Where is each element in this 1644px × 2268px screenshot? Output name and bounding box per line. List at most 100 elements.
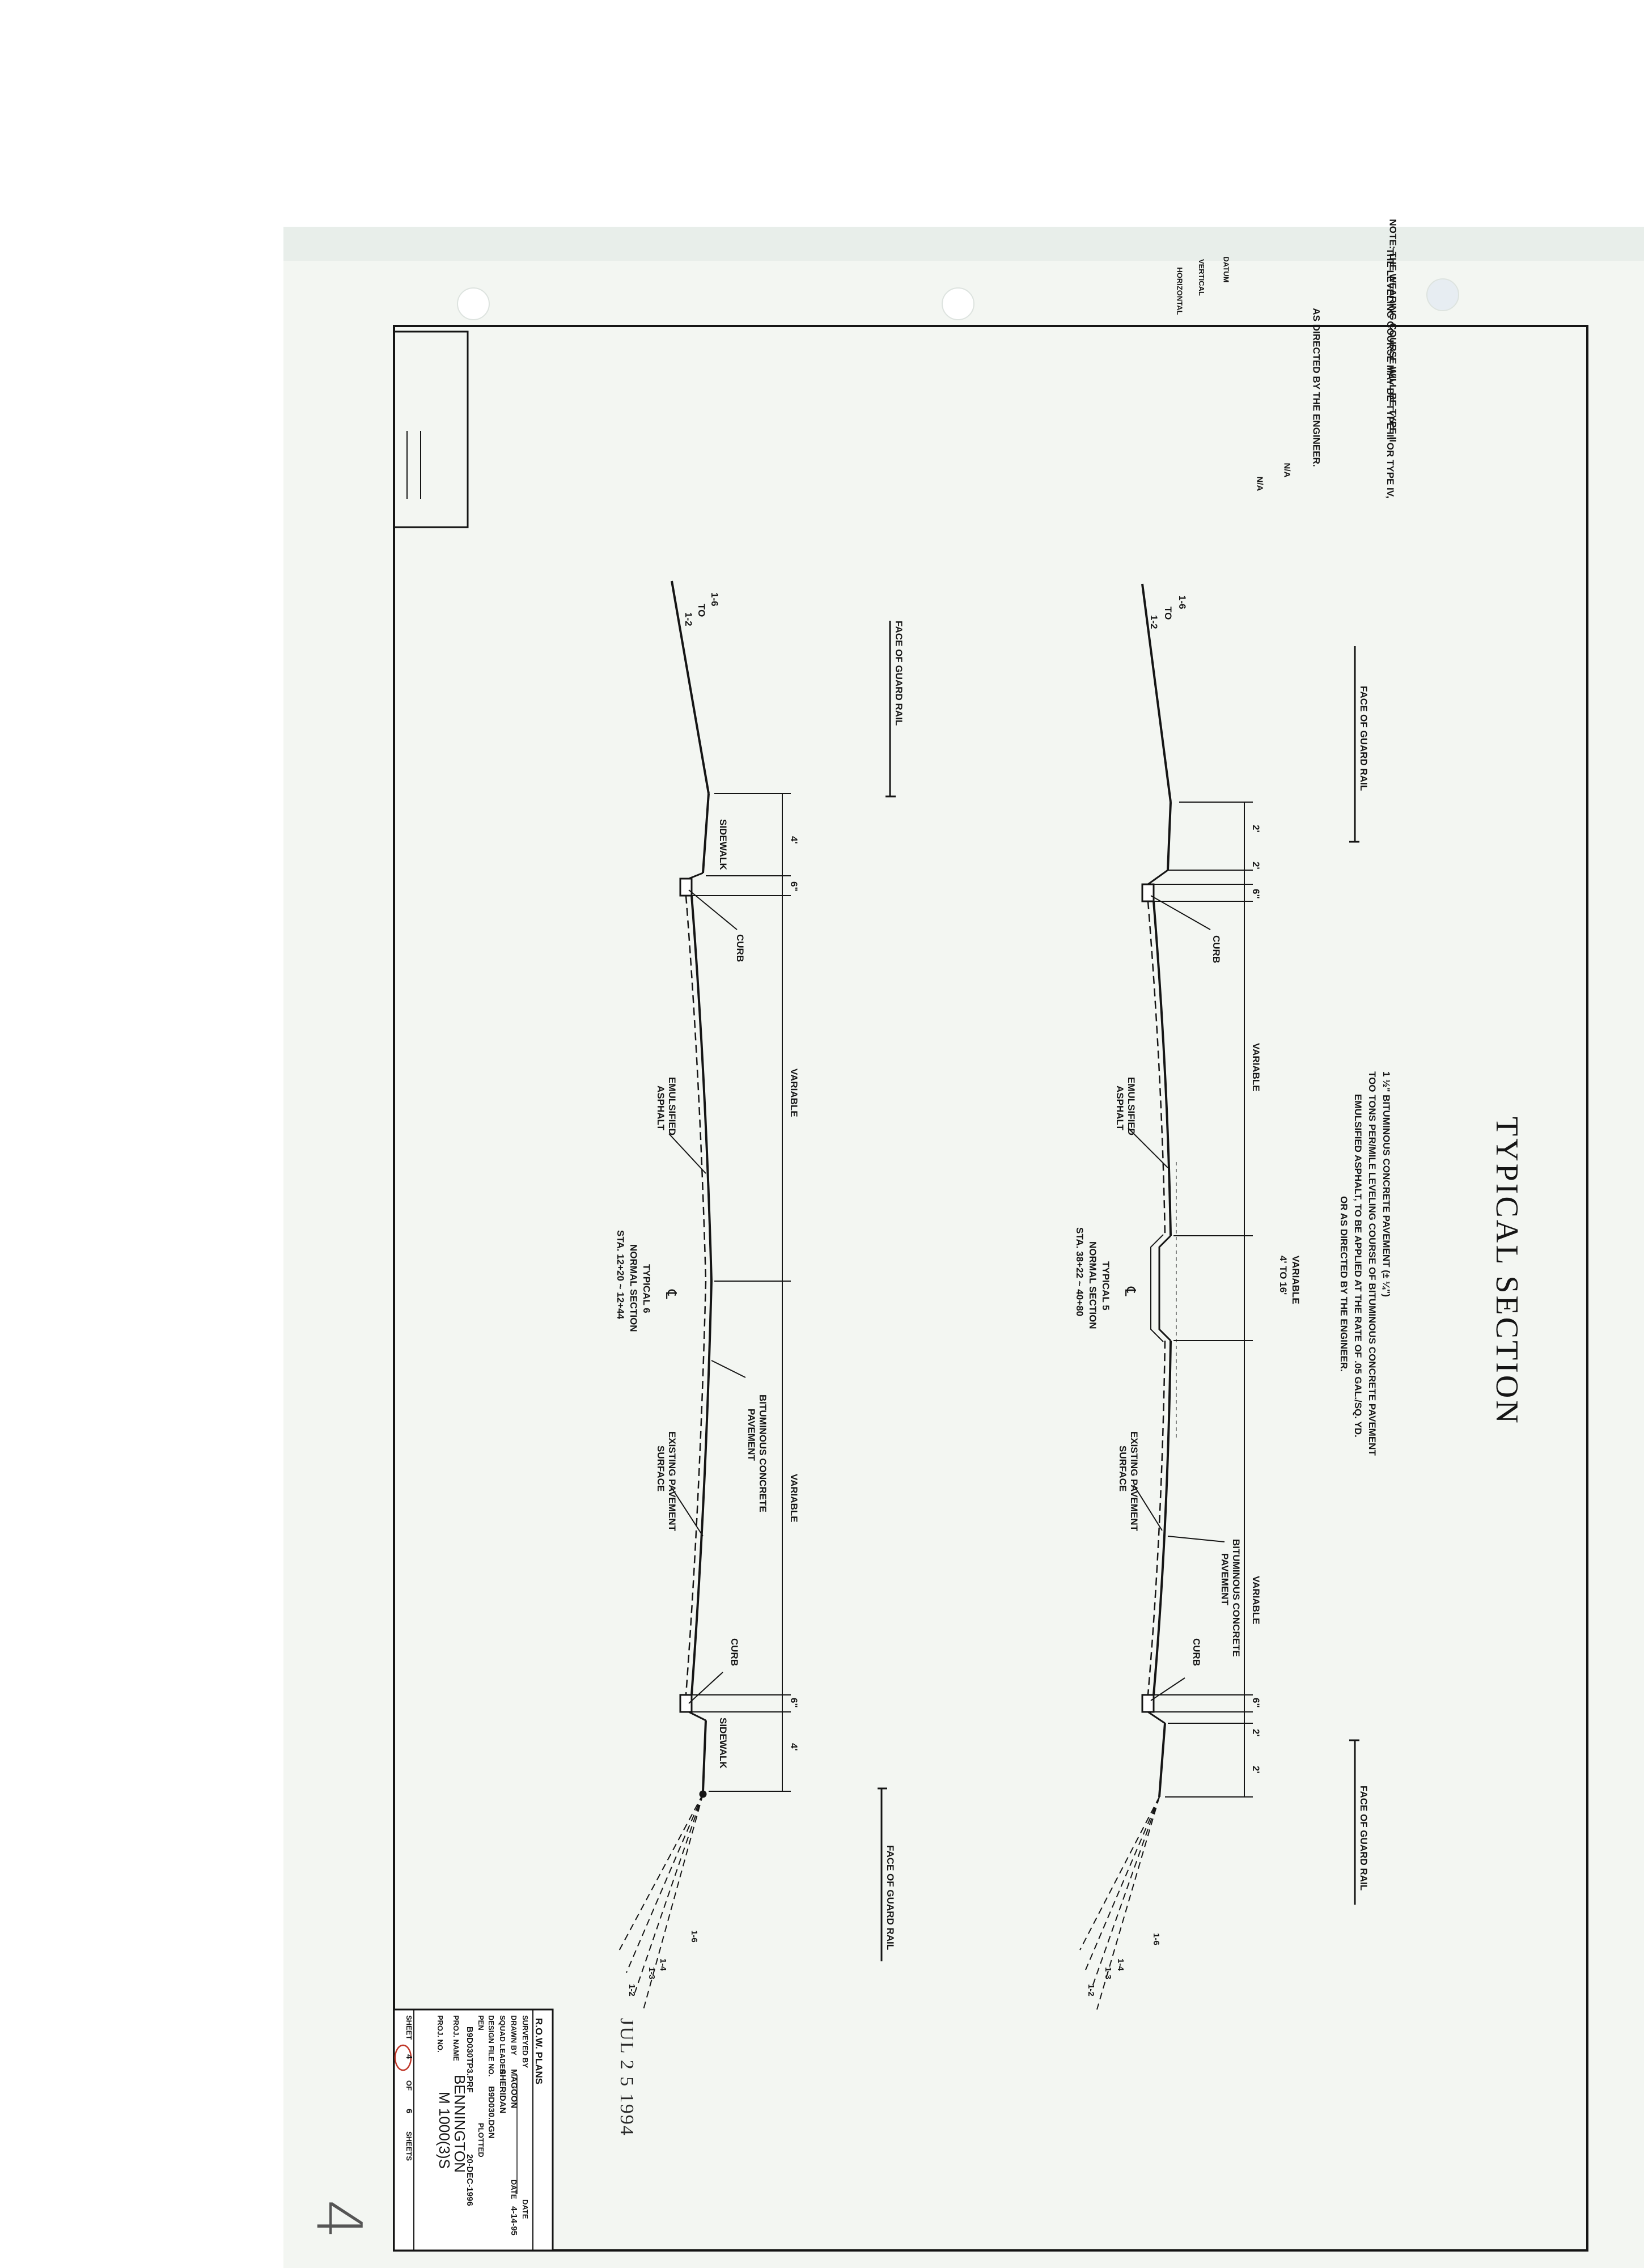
- drawn-by-label: DRAWN BY: [510, 2015, 518, 2055]
- t6-curb-left: CURB: [735, 934, 745, 962]
- punch-hole: [942, 287, 974, 320]
- note-line-3: AS DIRECTED BY THE ENGINEER.: [1311, 308, 1322, 467]
- paper-sheet: [283, 227, 1644, 2268]
- t6-centerline-symbol: ℄: [663, 1289, 680, 1299]
- t5-curb-right: CURB: [1191, 1638, 1202, 1666]
- t6-slope-right-3: 1-3: [647, 1967, 656, 1979]
- t5-existing-2: SURFACE: [1117, 1445, 1128, 1491]
- punch-hole: [457, 287, 490, 320]
- squad-leader-value: SHERIDAN: [498, 2069, 507, 2113]
- t6-slope-left-1: 1-6: [709, 592, 720, 607]
- datum-vertical-label: VERTICAL: [1197, 259, 1206, 296]
- t5-dim-6-left: 6": [1251, 889, 1261, 899]
- t5-slope-right-2: 1-4: [1116, 1958, 1125, 1971]
- t6-label-3: STA. 12+20 ~ 12+44: [615, 1230, 626, 1320]
- typical-6-labels: FACE OF GUARD RAIL FACE OF GUARD RAIL 1-…: [615, 592, 904, 1996]
- datum-horizontal-value: N/A: [1255, 477, 1265, 491]
- sheets-value: 6: [404, 2109, 414, 2113]
- project-name-label: PROJ. NAME: [452, 2015, 460, 2061]
- plotted-value: 20-DEC-1996: [465, 2154, 474, 2206]
- t5-existing-1: EXISTING PAVEMENT: [1129, 1431, 1139, 1532]
- handwritten-page-number: 4: [303, 2199, 375, 2239]
- t5-centerline-symbol: ℄: [1122, 1286, 1139, 1296]
- pavement-note: 1 ½" BITUMINOUS CONCRETE PAVEMENT (± ¼")…: [1338, 1071, 1392, 1456]
- date-label: DATE: [521, 2199, 529, 2219]
- squad-leader-label: SQUAD LEADER: [498, 2015, 507, 2075]
- typical-5-labels: FACE OF GUARD RAIL FACE OF GUARD RAIL 1-…: [1074, 595, 1369, 1996]
- t5-slope-right-4: 1-2: [1086, 1984, 1096, 1996]
- t6-sidewalk-left: SIDEWALK: [718, 819, 728, 870]
- t6-bituminous-1: BITUMINOUS CONCRETE: [757, 1394, 768, 1512]
- datum-heading: DATUM: [1222, 257, 1230, 283]
- pavement-note-line-2: TOO TONS PER/MILE LEVELING COURSE OF BIT…: [1367, 1071, 1378, 1456]
- t5-slope-left-3: 1-2: [1149, 615, 1159, 629]
- sheet-value: 4: [404, 2054, 414, 2059]
- t5-face-guard-rail-right: FACE OF GUARD RAIL: [1358, 1786, 1369, 1890]
- t6-slope-right-1: 1-6: [689, 1930, 699, 1943]
- datum-horizontal-label: HORIZONTAL: [1176, 267, 1184, 315]
- design-file-label: DESIGN FILE NO.: [487, 2015, 495, 2076]
- t6-sidewalk-right: SIDEWALK: [718, 1718, 728, 1769]
- t5-dim-2-right: 2': [1251, 1729, 1261, 1737]
- t6-dim-4-left: 4': [789, 836, 799, 844]
- t6-dim-4-right: 4': [789, 1743, 799, 1751]
- pavement-note-line-3: EMULSIFIED ASPHALT, TO BE APPLIED AT THE…: [1353, 1094, 1363, 1438]
- t5-variable-left: VARIABLE: [1251, 1043, 1261, 1092]
- drawing-border: [393, 325, 1588, 2252]
- pen-value: B9D030TP3.PRF: [465, 2027, 474, 2093]
- t5-dim-2b-left: 2': [1251, 862, 1261, 870]
- sheet-label: SHEET: [405, 2015, 413, 2040]
- general-note: NOTE: THE WEARING COURSE WILL BE TYPE II…: [1311, 219, 1399, 498]
- design-file-value: B9D030.DGN: [486, 2086, 496, 2139]
- t5-slope-left-2: TO: [1163, 607, 1173, 620]
- surveyed-by-label: SURVEYED BY: [521, 2015, 529, 2068]
- typical-section-6: [617, 580, 896, 2010]
- pavement-note-line-4: OR AS DIRECTED BY THE ENGINEER.: [1338, 1196, 1349, 1372]
- t6-slope-right-4: 1-2: [627, 1984, 637, 1996]
- typical-section-5: [1079, 583, 1359, 2010]
- project-number-label: PROJ. NO.: [436, 2015, 444, 2053]
- t5-dim-2-left: 2': [1251, 825, 1261, 833]
- t6-emulsified-2: ASPHALT: [655, 1086, 666, 1131]
- t5-median-1: VARIABLE: [1290, 1256, 1301, 1304]
- note-line-2: THE LEVELING COURSE MAY BE TYPE III OR T…: [1385, 248, 1396, 498]
- t6-emulsified-1: EMULSIFIED: [667, 1077, 677, 1135]
- drawn-by-value: MAGOON: [509, 2069, 519, 2108]
- t5-dim-2b-right: 2': [1251, 1766, 1261, 1774]
- t5-bituminous-1: BITUMINOUS CONCRETE: [1231, 1539, 1242, 1657]
- t6-variable-left: VARIABLE: [789, 1069, 799, 1117]
- t5-slope-left-1: 1-6: [1177, 595, 1188, 609]
- t6-slope-left-3: 1-2: [683, 612, 694, 626]
- t6-label-2: NORMAL SECTION: [628, 1244, 639, 1332]
- title-block: R.O.W. PLANS SURVEYED BY DATE DRAWN BY M…: [393, 2008, 554, 2252]
- t5-dim-6-right: 6": [1251, 1698, 1261, 1708]
- title-block-heading: R.O.W. PLANS: [533, 2018, 544, 2084]
- sheet-number-circle: [394, 2044, 412, 2071]
- project-number-value: M 1000(3)S: [436, 2092, 453, 2169]
- t5-emulsified-1: EMULSIFIED: [1126, 1077, 1137, 1135]
- sheets-label: SHEETS: [405, 2131, 413, 2161]
- t6-face-guard-rail-right: FACE OF GUARD RAIL: [885, 1845, 896, 1950]
- pavement-note-line-1: 1 ½" BITUMINOUS CONCRETE PAVEMENT (± ¼"): [1381, 1071, 1392, 1297]
- t5-label-1: TYPICAL 5: [1100, 1261, 1111, 1311]
- t5-label-3: STA. 38+22 ~ 40+80: [1074, 1227, 1085, 1316]
- project-name-value: BENNINGTON: [451, 2075, 468, 2173]
- t6-label-1: TYPICAL 6: [641, 1264, 652, 1313]
- t5-median-2: 4' TO 16': [1278, 1256, 1289, 1295]
- t6-variable-right: VARIABLE: [789, 1474, 799, 1523]
- t5-bituminous-2: PAVEMENT: [1219, 1553, 1230, 1606]
- t6-bituminous-2: PAVEMENT: [746, 1409, 757, 1461]
- pen-label: PEN: [477, 2015, 485, 2030]
- t6-existing-2: SURFACE: [655, 1445, 666, 1491]
- t6-existing-1: EXISTING PAVEMENT: [667, 1431, 677, 1532]
- plotted-label: PLOTTED: [477, 2123, 485, 2157]
- t5-label-2: NORMAL SECTION: [1087, 1241, 1098, 1329]
- of-label: OF: [405, 2080, 413, 2091]
- t5-emulsified-2: ASPHALT: [1115, 1086, 1125, 1131]
- punch-hole: [1426, 278, 1459, 311]
- received-date-stamp: JUL 2 5 1994: [616, 2018, 637, 2136]
- t5-slope-right-3: 1-3: [1103, 1967, 1113, 1979]
- t6-face-guard-rail-left: FACE OF GUARD RAIL: [893, 621, 904, 726]
- t6-dim-6-left: 6": [789, 881, 799, 892]
